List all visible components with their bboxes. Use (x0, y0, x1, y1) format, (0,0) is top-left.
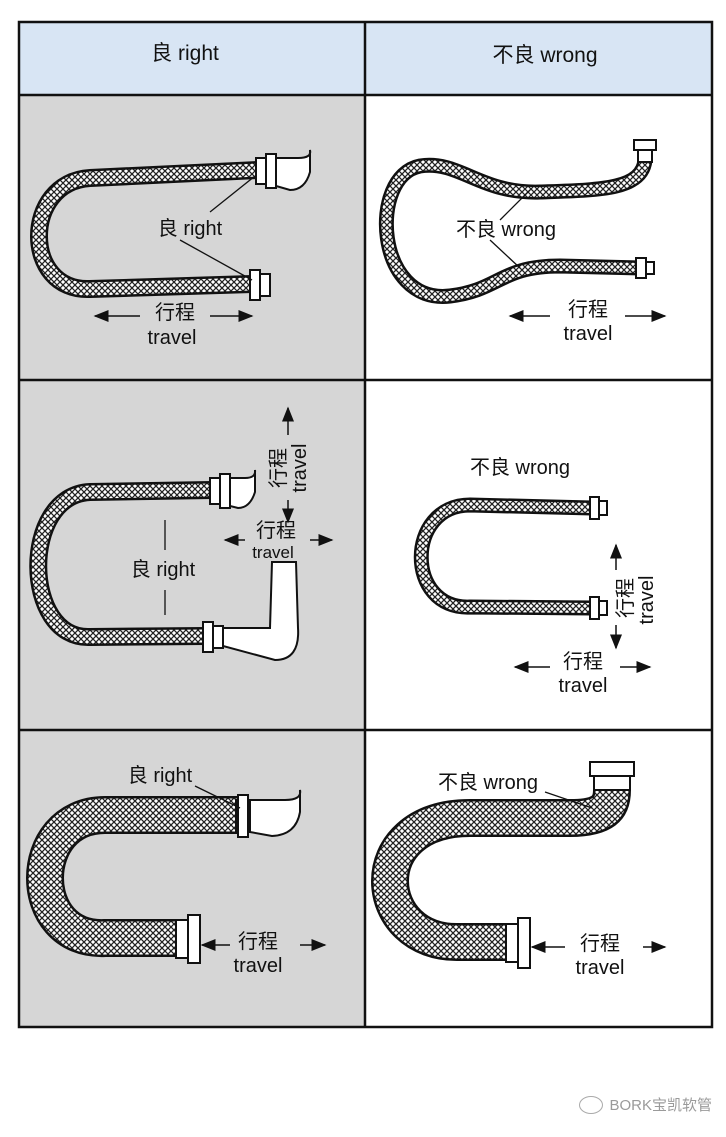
elbow (249, 789, 302, 838)
vtravel-cn: 行程 (614, 578, 637, 618)
fitting (635, 257, 647, 279)
fitting (202, 621, 214, 653)
fitting (175, 919, 189, 959)
label-right: 良 right (131, 558, 196, 581)
vtravel-en: travel (636, 576, 658, 625)
travel-cn: 行程 (580, 932, 620, 955)
watermark: BORK宝凯软管 (579, 1094, 712, 1115)
travel-en: travel (564, 323, 613, 345)
travel-cn: 行程 (256, 519, 296, 542)
row3-right-diagram: 良 right 行程 travel (26, 764, 327, 977)
watermark-text: BORK宝凯软管 (609, 1097, 712, 1114)
right-column-bg (19, 95, 365, 1027)
header-cell-wrong (365, 22, 712, 95)
row1-right-diagram: 良 right 行程 travel (30, 149, 312, 349)
vtravel-cn: 行程 (267, 448, 290, 488)
vtravel-en: travel (289, 444, 311, 493)
header-right: 良 right (151, 42, 219, 65)
travel-en: travel (234, 955, 283, 977)
travel-en: travel (148, 327, 197, 349)
travel-en: travel (252, 543, 294, 562)
fitting (589, 596, 600, 620)
label-right: 良 right (158, 217, 223, 240)
fitting (589, 761, 635, 777)
row2-wrong-diagram: 不良 wrong 行程 travel 行程 travel (413, 456, 658, 697)
label-wrong: 不良 wrong (470, 456, 570, 479)
travel-cn: 行程 (238, 930, 278, 953)
fitting (255, 157, 267, 185)
row2-right-diagram: 良 right 行程 travel 行程 travel (29, 406, 334, 662)
wechat-icon (579, 1095, 604, 1114)
pipe-elbow (222, 561, 300, 662)
elbow (229, 469, 257, 510)
travel-cn: 行程 (155, 301, 195, 324)
fitting (633, 139, 657, 151)
header-cell-right (19, 22, 365, 95)
row1-wrong-diagram: 不良 wrong 行程 travel (378, 139, 667, 345)
header-wrong: 不良 wrong (492, 44, 597, 67)
fitting (589, 496, 600, 520)
fitting (505, 923, 519, 963)
row3-wrong-diagram: 不良 wrong 行程 travel (371, 761, 667, 979)
label-wrong: 不良 wrong (456, 218, 556, 241)
label-right: 良 right (128, 764, 193, 787)
table-grid: 良 right 不良 wrong (17, 20, 714, 1029)
travel-en: travel (576, 957, 625, 979)
fitting (209, 477, 221, 505)
travel-cn: 行程 (568, 298, 608, 321)
fitting (249, 269, 261, 301)
elbow (275, 149, 312, 192)
travel-cn: 行程 (563, 650, 603, 673)
travel-en: travel (559, 675, 608, 697)
label-wrong: 不良 wrong (438, 771, 538, 794)
